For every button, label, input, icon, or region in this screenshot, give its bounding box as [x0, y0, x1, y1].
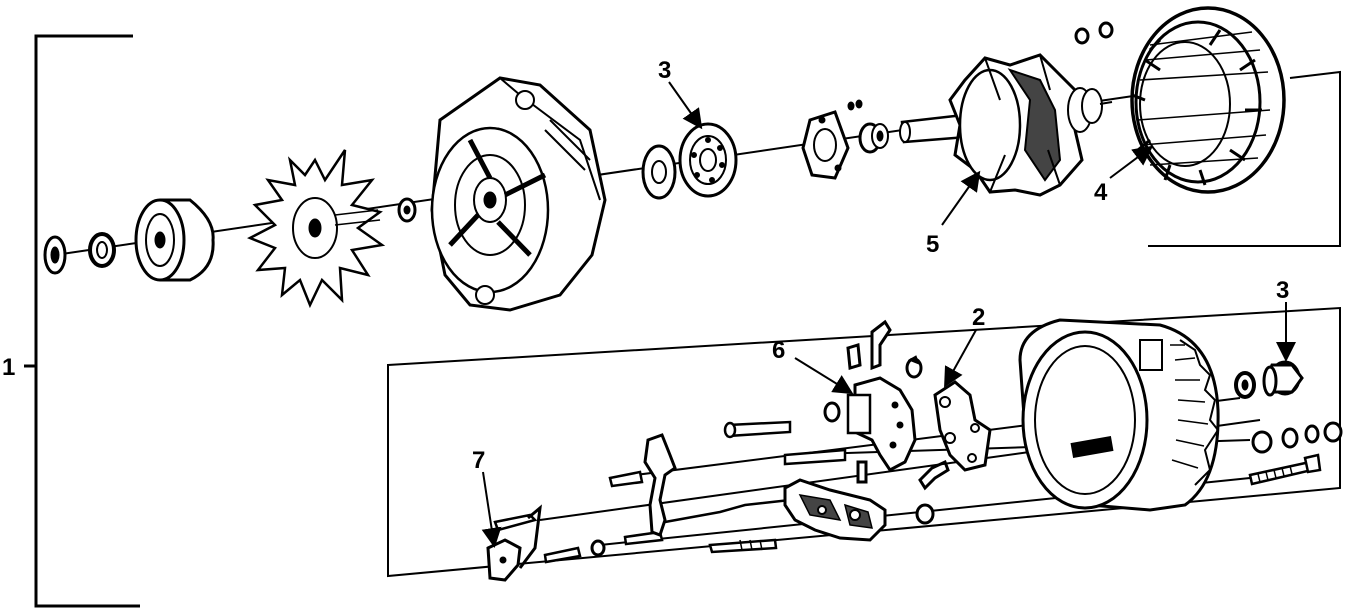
collar-spacer: [858, 122, 889, 154]
drive-end-housing: [430, 76, 607, 312]
rear-seal-ring: [1234, 371, 1256, 399]
callout-arrows: [481, 81, 1296, 548]
slip-ring-end-housing: [1018, 318, 1220, 512]
cooling-fan: [247, 149, 386, 309]
brush-holder-plate: [933, 380, 992, 472]
bearing-retainer-washer: [641, 144, 677, 200]
rear-bearing: [1262, 360, 1304, 397]
shaft-nut: [43, 235, 67, 275]
drive-pulley: [134, 198, 215, 282]
assembly-bracket: [24, 34, 140, 608]
spacer-ring: [397, 197, 417, 223]
regulator-cap: [905, 355, 923, 379]
lower-panel: [387, 306, 1341, 578]
bearing-retainer-plate: [801, 110, 850, 180]
upper-panel: [1148, 70, 1341, 247]
regulator-assembly: [783, 478, 887, 542]
stator-small-nuts: [1074, 21, 1114, 45]
diode-bridge-bracket: [846, 376, 917, 472]
callout-2: 2: [972, 304, 985, 331]
retainer-screws: [847, 99, 863, 111]
front-bearing: [678, 122, 738, 198]
capacitor-clip: [846, 319, 892, 371]
stator: [1130, 6, 1286, 194]
callout-3-lower: 3: [1276, 277, 1289, 304]
brush-spring-clip: [918, 459, 950, 491]
long-screws: [543, 420, 847, 564]
callout-6: 6: [772, 337, 785, 364]
output-terminal: [486, 504, 542, 582]
small-insulators: [590, 401, 935, 557]
callout-4: 4: [1094, 179, 1108, 206]
rotor: [899, 53, 1113, 197]
lock-washer: [88, 232, 116, 268]
terminal-stud-bolt: [1248, 453, 1322, 486]
rectifier-connector: [643, 433, 791, 537]
callout-3-upper: 3: [658, 57, 671, 84]
callout-7: 7: [472, 447, 485, 474]
callout-1: 1: [2, 354, 15, 381]
terminal-washers: [1251, 421, 1343, 454]
callout-5: 5: [926, 231, 939, 258]
